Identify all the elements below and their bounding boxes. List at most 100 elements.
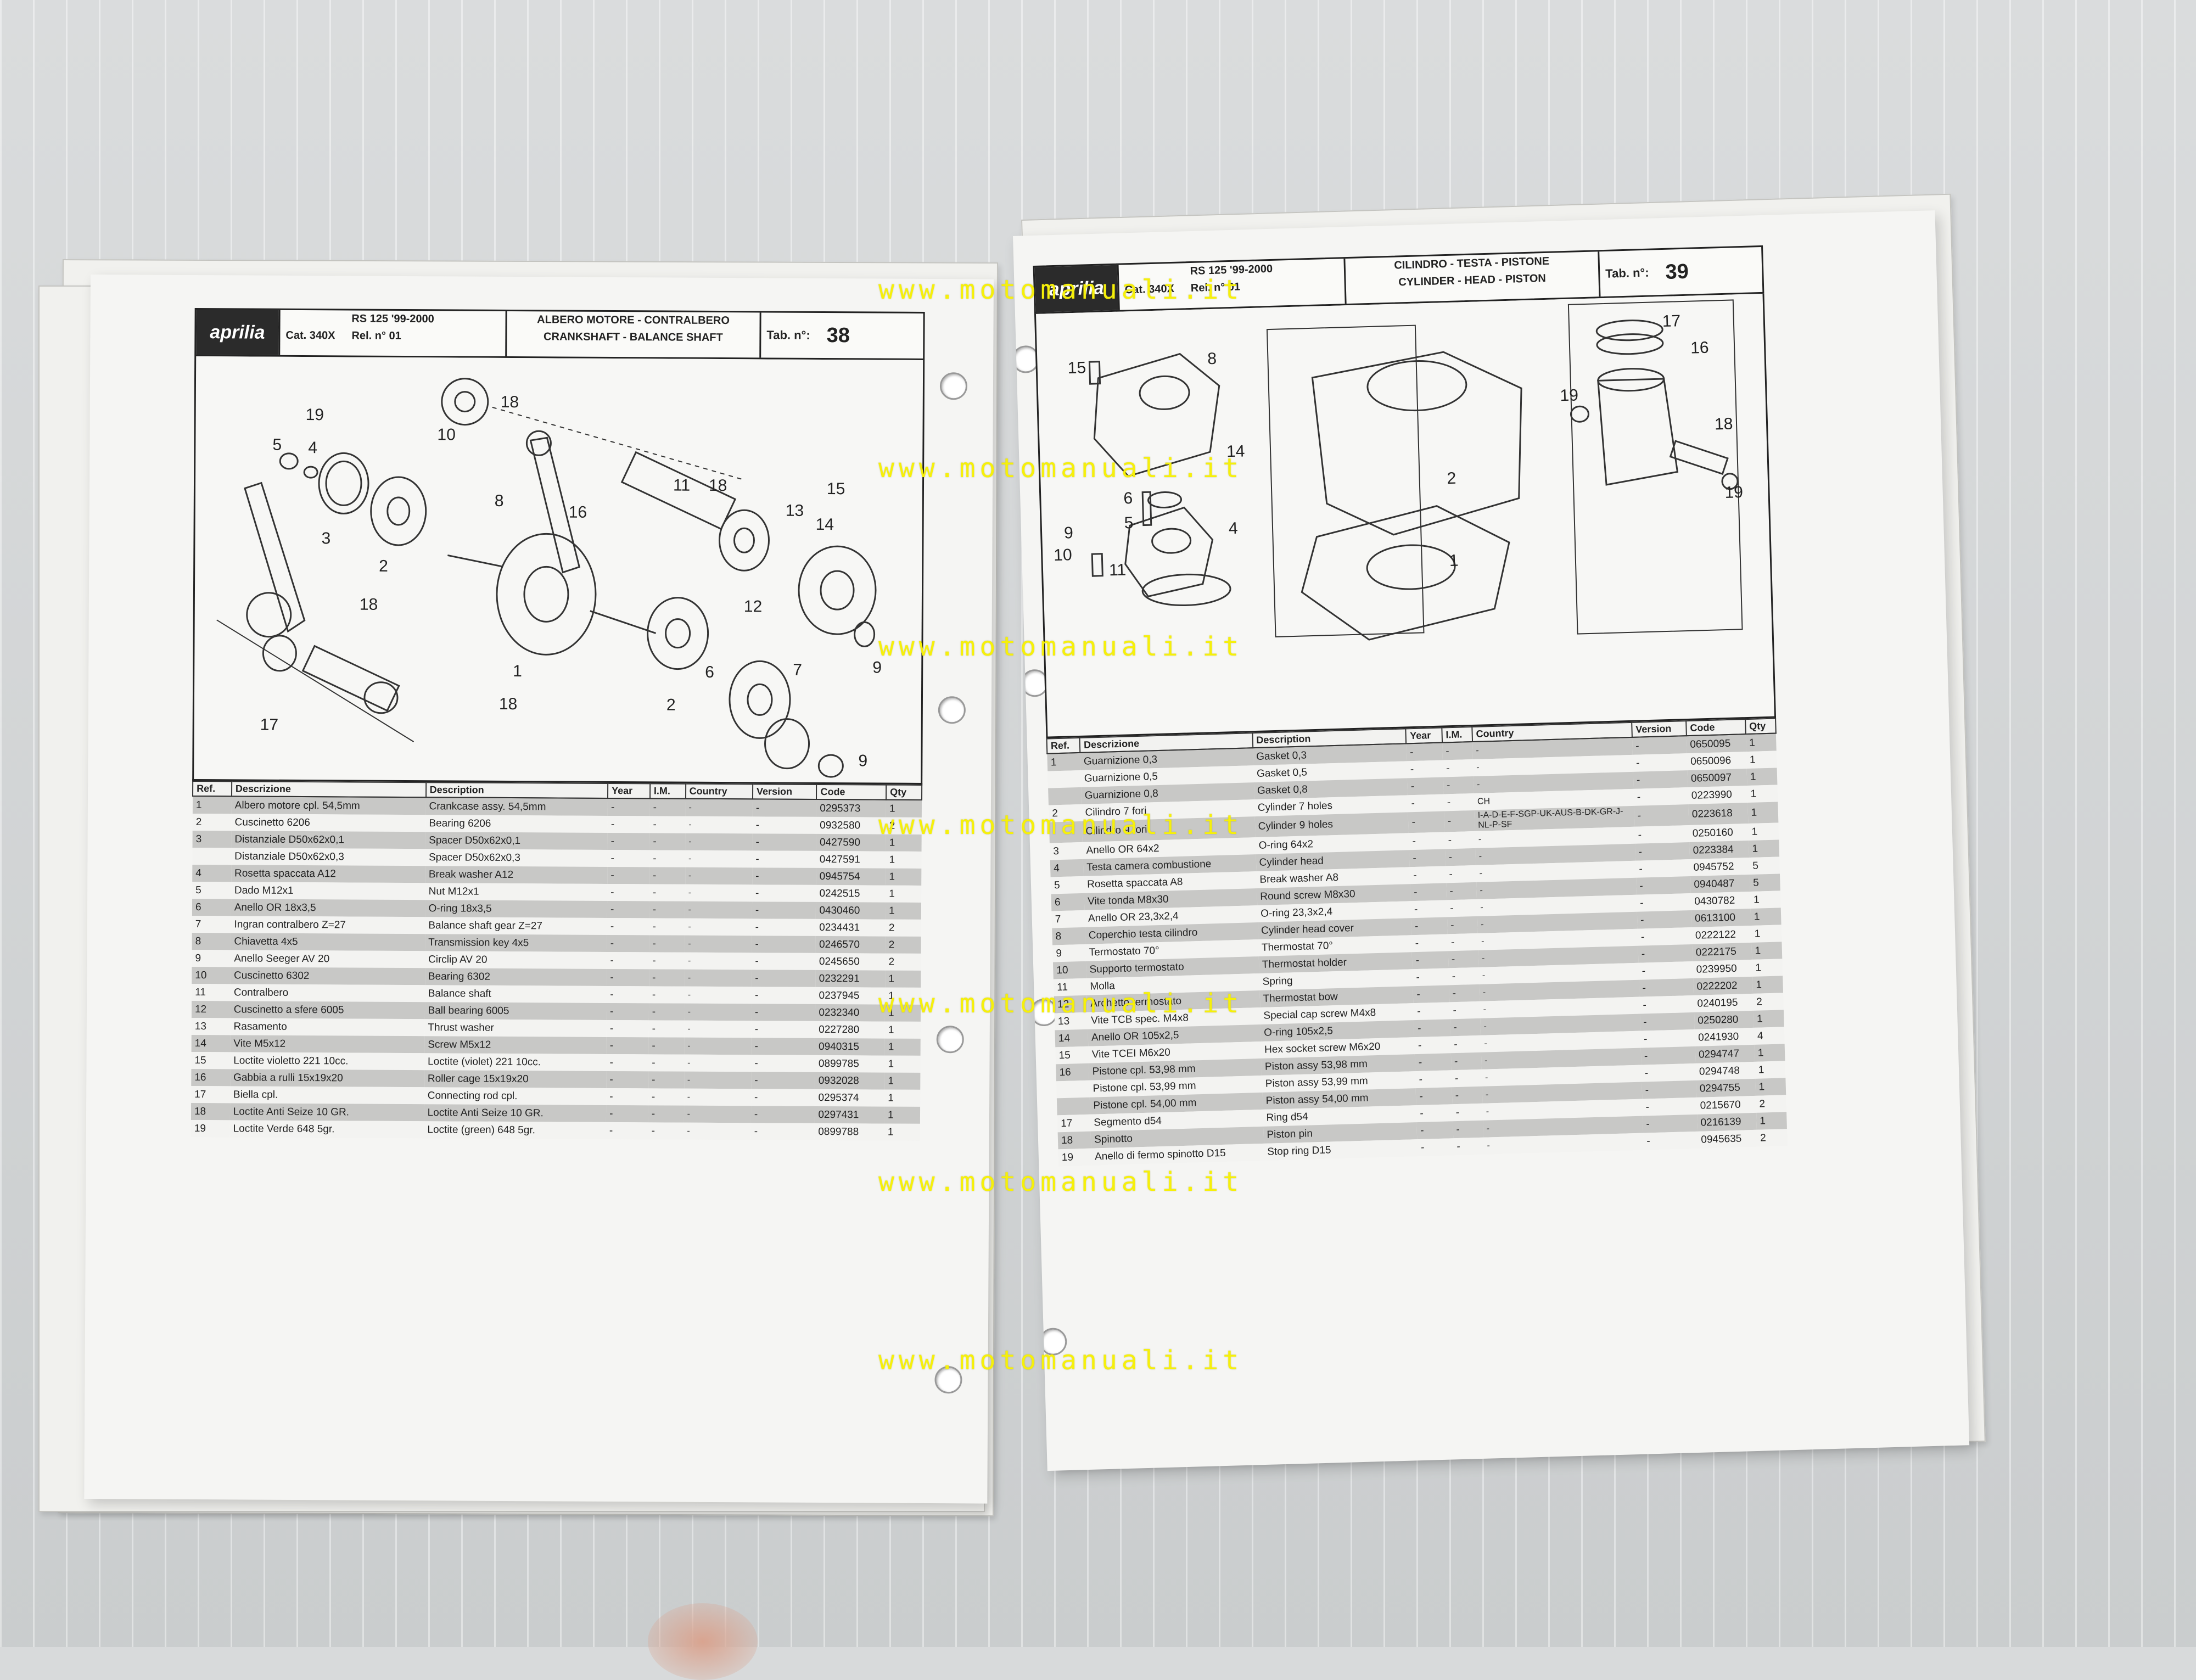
page-content: aprilia RS 125 '99-2000 Cat. 340X Rel. n… — [191, 307, 925, 1141]
cat-value: 340X — [309, 329, 335, 342]
cell-qty: 1 — [1752, 959, 1783, 977]
cell-im: - — [1447, 933, 1478, 951]
cell-year: - — [606, 1020, 649, 1038]
parts-table: Ref. Descrizione Description Year I.M. C… — [1046, 718, 1788, 1167]
cell-im: - — [1449, 984, 1480, 1003]
cell-code: 0241930 — [1694, 1027, 1755, 1046]
cell-year: - — [607, 985, 649, 1004]
svg-text:2: 2 — [666, 696, 676, 714]
svg-text:14: 14 — [1226, 442, 1245, 461]
cell-code: 0945635 — [1697, 1129, 1757, 1149]
cell-year: - — [1414, 1019, 1450, 1038]
cell-code: 0250280 — [1694, 1010, 1754, 1029]
tab-cell: Tab. n°: 38 — [759, 312, 923, 359]
cell-version: - — [751, 1055, 815, 1072]
cell-qty: 5 — [1749, 873, 1780, 892]
cell-qty: 1 — [1755, 1061, 1786, 1079]
svg-text:8: 8 — [1207, 350, 1217, 368]
cell-ref: 18 — [1057, 1131, 1091, 1150]
svg-text:16: 16 — [1690, 339, 1709, 357]
tab-cell: Tab. n°: 39 — [1598, 247, 1763, 297]
cell-year: - — [1407, 777, 1444, 796]
cell-code: 0427591 — [816, 850, 886, 869]
cell-year: - — [1412, 951, 1449, 970]
cell-version: - — [750, 1106, 815, 1123]
cell-ref: 9 — [192, 949, 231, 967]
cell-ref: 16 — [191, 1068, 231, 1087]
cell-im: - — [1444, 831, 1476, 849]
cell-code: 0242515 — [816, 884, 886, 903]
col-code: Code — [816, 784, 887, 800]
cell-descrizione: Contralbero — [230, 984, 425, 1003]
cell-code: 0430782 — [1690, 891, 1751, 910]
cell-im: - — [1445, 848, 1476, 866]
cell-year: - — [1406, 742, 1443, 761]
cell-year: - — [1409, 866, 1446, 884]
cell-code: 0932028 — [815, 1072, 885, 1090]
cell-country: - — [685, 884, 753, 902]
cell-version: - — [1632, 736, 1687, 755]
svg-text:14: 14 — [816, 516, 834, 534]
svg-text:4: 4 — [308, 439, 317, 457]
cell-im: - — [649, 969, 685, 987]
cell-im: - — [648, 1071, 685, 1089]
cell-year: - — [607, 866, 650, 884]
parts-page-38: aprilia RS 125 '99-2000 Cat. 340X Rel. n… — [84, 275, 994, 1504]
svg-text:17: 17 — [1662, 312, 1680, 331]
cell-im: - — [648, 1037, 685, 1055]
cell-code: 0223618 — [1688, 803, 1749, 826]
cell-description: Roller cage 15x19x20 — [424, 1070, 607, 1088]
cell-code: 0650095 — [1686, 734, 1746, 754]
title-english: CRANKSHAFT - BALANCE SHAFT — [544, 331, 723, 344]
cell-country: - — [685, 798, 753, 817]
cell-im: - — [1446, 882, 1477, 900]
col-description: Description — [425, 782, 608, 798]
cell-description: Balance shaft — [424, 985, 607, 1003]
cell-qty: 1 — [884, 1123, 920, 1141]
cell-version: - — [752, 901, 816, 919]
cell-qty: 1 — [1755, 1078, 1786, 1096]
cell-descrizione: Loctite violetto 221 10cc. — [230, 1052, 425, 1071]
cell-qty: 1 — [1756, 1112, 1787, 1130]
cell-description: Connecting rod cpl. — [424, 1087, 607, 1105]
cell-qty: 1 — [885, 902, 922, 920]
cell-descrizione: Vite M5x12 — [230, 1035, 425, 1054]
cell-im: - — [649, 798, 686, 816]
binder-hole — [936, 1026, 964, 1054]
cell-qty: 1 — [885, 970, 921, 988]
cell-version: - — [752, 970, 816, 987]
cell-ref: 6 — [1051, 893, 1085, 911]
cell-code: 0239950 — [1693, 959, 1752, 978]
svg-text:13: 13 — [786, 502, 804, 520]
cell-ref: 12 — [191, 1000, 231, 1018]
svg-text:9: 9 — [858, 752, 867, 770]
cell-description: Circlip AV 20 — [424, 951, 607, 969]
cell-description: Screw M5x12 — [424, 1036, 607, 1054]
cell-country: - — [685, 918, 752, 936]
cell-im: - — [649, 952, 685, 970]
cell-descrizione: Anello Seeger AV 20 — [231, 950, 425, 968]
cell-qty: 1 — [886, 885, 922, 903]
cell-ref: 10 — [192, 966, 231, 984]
cell-description: Transmission key 4x5 — [425, 934, 607, 952]
cell-ref: 15 — [1055, 1046, 1089, 1065]
cell-code: 0932580 — [816, 816, 886, 835]
cell-code: 0940315 — [815, 1038, 885, 1056]
svg-text:6: 6 — [1123, 489, 1133, 507]
cell-descrizione: Cuscinetto 6206 — [231, 814, 426, 832]
watermark: www.motomanuali.it — [878, 631, 1243, 662]
cell-code: 0227280 — [815, 1021, 885, 1039]
cell-descrizione: Cuscinetto 6302 — [230, 967, 425, 985]
cell-code: 0650097 — [1687, 769, 1747, 788]
svg-text:18: 18 — [1715, 415, 1733, 434]
cell-year: - — [607, 832, 650, 850]
tab-label: Tab. n°: — [1605, 265, 1649, 281]
binder-hole — [939, 372, 968, 400]
cell-description: Stop ring D15 — [1263, 1139, 1418, 1161]
cell-ref: 16 — [1056, 1063, 1090, 1082]
col-year: Year — [608, 783, 650, 799]
watermark: www.motomanuali.it — [878, 988, 1243, 1019]
cell-im: - — [1450, 1035, 1481, 1054]
